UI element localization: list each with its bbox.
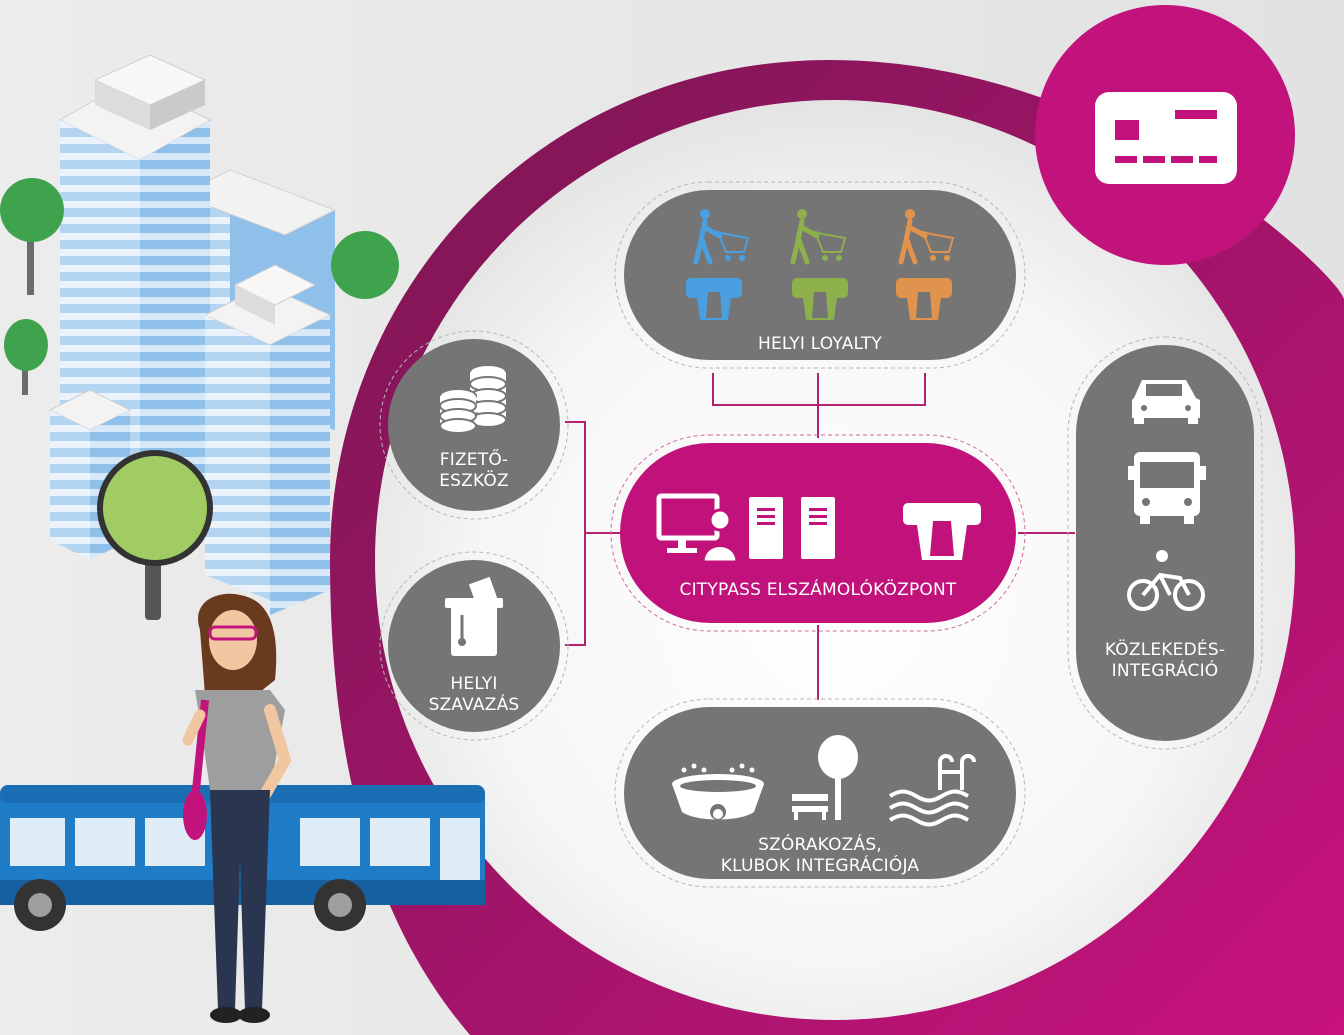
card-terminal-orange-icon <box>896 278 952 320</box>
park-bench-tree-icon <box>792 735 858 820</box>
woman-illustration <box>182 593 292 1023</box>
bicycle-icon <box>1127 550 1205 611</box>
connectors <box>565 373 1075 700</box>
top-pill <box>614 181 1026 369</box>
payment-means-line1: FIZETŐ- <box>439 450 509 470</box>
payment-means-label: FIZETŐ- ESZKÖZ <box>404 450 544 492</box>
shopping-cart-person-orange-icon <box>898 209 955 265</box>
citypass-center-label: CITYPASS ELSZÁMOLÓKÖZPONT <box>679 580 957 600</box>
payment-means-line2: ESZKÖZ <box>439 471 509 491</box>
card-icon <box>1095 92 1237 184</box>
card-terminal-blue-icon <box>686 278 742 320</box>
monitor-user-icon <box>656 493 739 564</box>
entertainment-label: SZÓRAKOZÁS, KLUBOK INTEGRÁCIÓJA <box>680 835 960 877</box>
transport-line1: KÖZLEKEDÉS- <box>1104 640 1226 660</box>
transport-line2: INTEGRÁCIÓ <box>1111 661 1219 681</box>
car-icon <box>1132 380 1200 424</box>
local-voting-line2: SZAVAZÁS <box>428 695 520 715</box>
swimming-pool-icon <box>888 754 976 827</box>
card-badge <box>1035 5 1295 265</box>
left-top-circle <box>379 330 569 520</box>
entertainment-line1: SZÓRAKOZÁS, <box>758 835 882 855</box>
card-terminal-icon <box>903 503 981 560</box>
server-icon <box>749 497 783 559</box>
right-pill <box>1067 336 1263 750</box>
ballot-box-icon <box>445 576 503 656</box>
coins-icon <box>439 364 507 434</box>
loyalty-label: HELYI LOYALTY <box>757 334 883 354</box>
server-icon <box>801 497 835 559</box>
bottom-pill <box>614 698 1026 888</box>
shopping-cart-person-green-icon <box>790 209 847 265</box>
shopping-cart-person-blue-icon <box>693 209 750 265</box>
local-voting-line1: HELYI <box>450 674 498 694</box>
local-voting-label: HELYI SZAVAZÁS <box>404 674 544 716</box>
left-bottom-circle <box>379 551 569 741</box>
entertainment-line2: KLUBOK INTEGRÁCIÓJA <box>720 856 920 876</box>
spa-pool-icon <box>672 763 764 820</box>
city-buildings-illustration <box>48 54 337 615</box>
center-pill <box>610 434 1026 632</box>
bus-icon <box>1128 452 1206 524</box>
trees-illustration <box>0 178 399 620</box>
transport-integration-label: KÖZLEKEDÉS- INTEGRÁCIÓ <box>1086 640 1244 682</box>
card-terminal-green-icon <box>792 278 848 320</box>
